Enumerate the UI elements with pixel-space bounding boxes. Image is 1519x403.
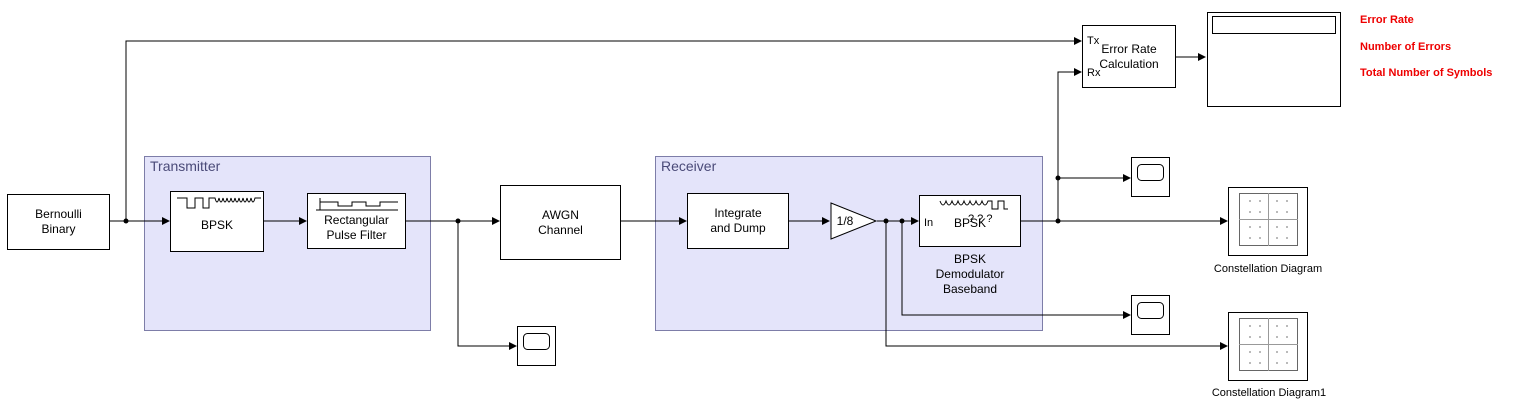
branch-point xyxy=(455,218,461,224)
display-value-field xyxy=(1212,16,1336,34)
branch-point xyxy=(899,218,905,224)
scope-block[interactable] xyxy=(517,326,556,366)
demod-in-port: In xyxy=(924,217,934,229)
pulse-shape-icon xyxy=(316,198,398,211)
scope-icon xyxy=(1131,157,1170,197)
constellation-diagram-block[interactable] xyxy=(1228,187,1308,256)
scope-icon xyxy=(517,326,556,366)
constellation-icon xyxy=(1228,312,1308,381)
bpsk-waveform-icon xyxy=(177,197,261,209)
bpsk-modulator-block[interactable]: BPSK xyxy=(170,191,264,252)
constellation-diagram-label: Constellation Diagram xyxy=(1213,263,1323,275)
transmitter-title: Transmitter xyxy=(150,158,221,174)
signal-line xyxy=(457,221,517,350)
rect-filter-label: Rectangular Pulse Filter xyxy=(324,213,389,242)
scope-block[interactable] xyxy=(1131,295,1170,335)
signal-line xyxy=(885,221,1228,350)
demod-waveform-icon xyxy=(939,199,1008,210)
bpsk-demod-label: BPSK xyxy=(953,216,986,230)
branch-point xyxy=(1055,218,1061,224)
scope-block[interactable] xyxy=(1131,157,1170,197)
error-rate-calc-label: Error Rate Calculation xyxy=(1099,41,1159,71)
error-rate-calc-block[interactable]: Error Rate Calculation Tx Rx xyxy=(1082,25,1176,88)
signal-line xyxy=(125,37,1082,221)
receiver-title: Receiver xyxy=(661,158,717,174)
branch-point xyxy=(123,218,129,224)
signal-line xyxy=(901,221,1131,319)
scope-icon xyxy=(1131,295,1170,335)
constellation-diagram1-block[interactable] xyxy=(1228,312,1308,381)
rx-port: Rx xyxy=(1087,67,1101,79)
tx-port: Tx xyxy=(1087,35,1100,47)
constellation-icon xyxy=(1228,187,1308,256)
bpsk-mod-label: BPSK xyxy=(200,218,233,232)
bpsk-demodulator-block[interactable]: In ? ? ? BPSK xyxy=(919,195,1021,247)
integrate-dump-block[interactable]: Integrate and Dump xyxy=(687,193,789,249)
total-symbols-text: Total Number of Symbols xyxy=(1360,67,1493,79)
branch-point xyxy=(1055,175,1061,181)
gain-block[interactable] xyxy=(830,202,878,240)
rect-pulse-filter-block[interactable]: Rectangular Pulse Filter xyxy=(307,193,406,249)
awgn-channel-block[interactable]: AWGN Channel xyxy=(500,185,621,260)
signal-line xyxy=(1057,68,1082,221)
bernoulli-binary-block[interactable]: Bernoulli Binary xyxy=(7,194,110,250)
demod-question-marks: ? ? ? xyxy=(968,213,993,225)
number-of-errors-text: Number of Errors xyxy=(1360,41,1452,53)
demod-caption: BPSK Demodulator Baseband xyxy=(935,252,1005,296)
error-display-block[interactable] xyxy=(1207,12,1341,107)
gain-label: 1/8 xyxy=(836,214,854,228)
branch-point xyxy=(883,218,889,224)
error-rate-text: Error Rate xyxy=(1360,14,1414,26)
constellation-diagram1-label: Constellation Diagram1 xyxy=(1211,387,1327,399)
